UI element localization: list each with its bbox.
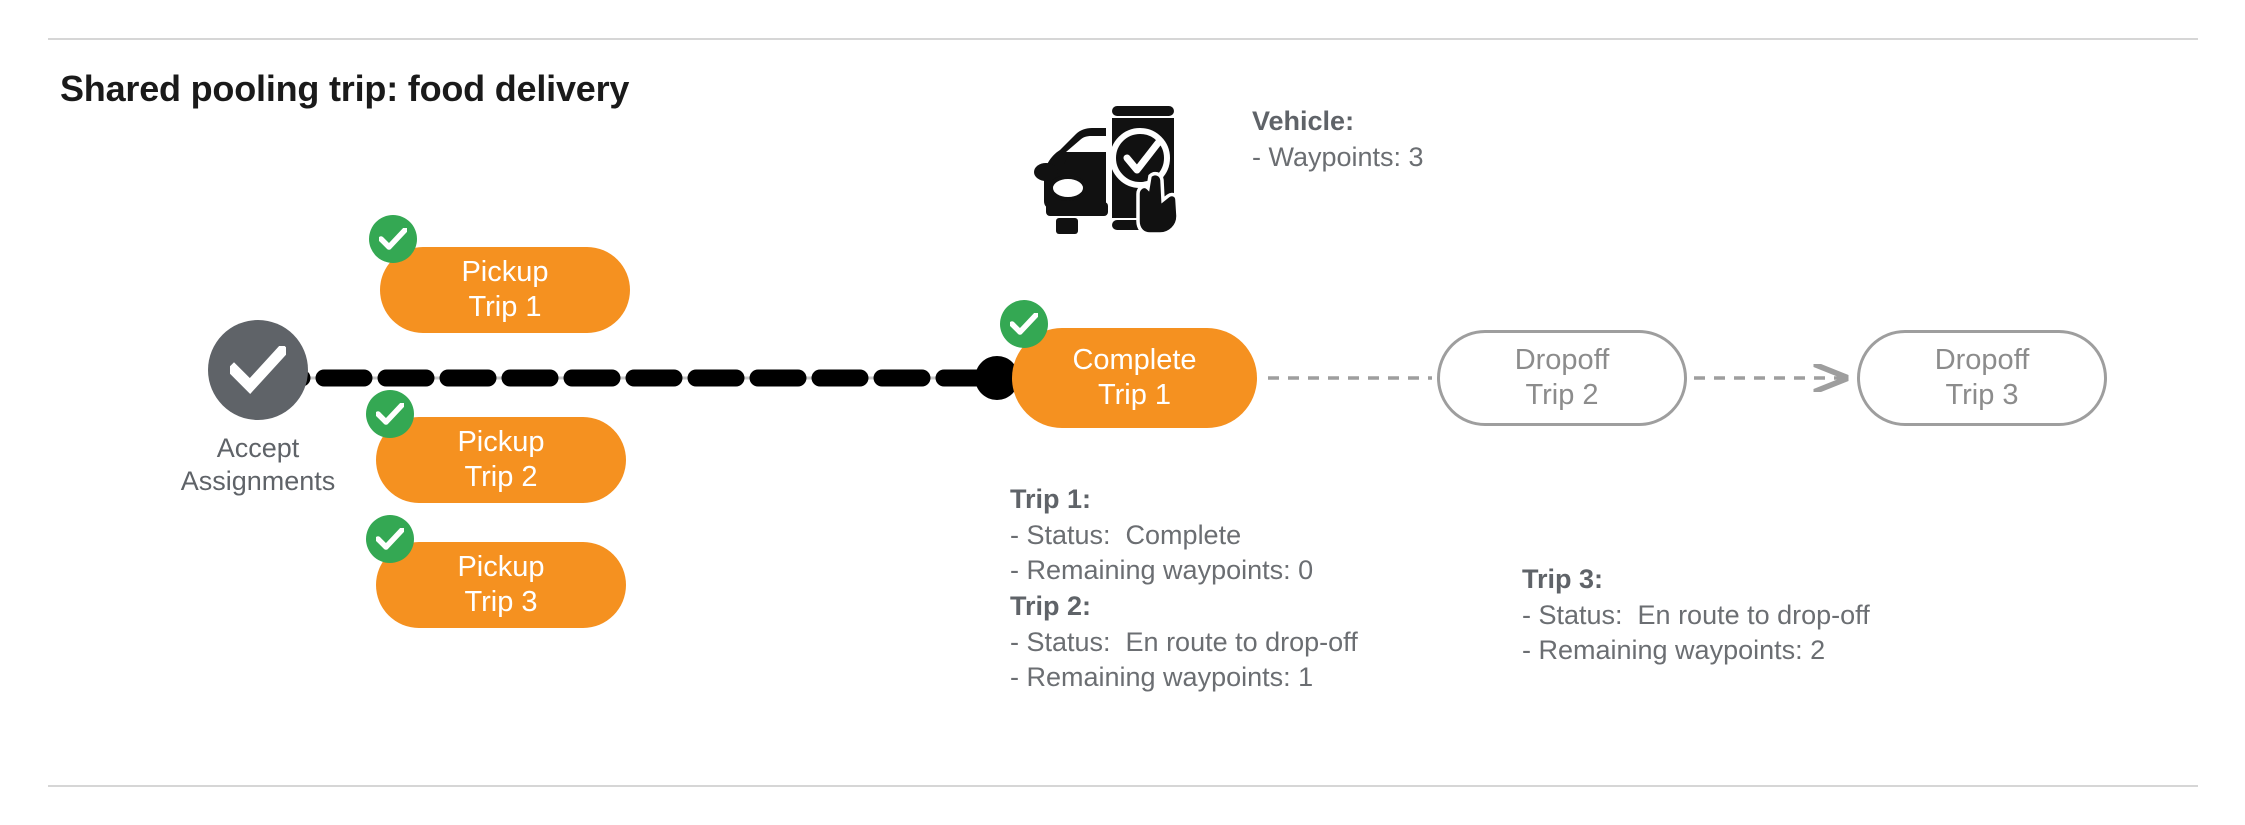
trip-1-status-line: - Status: Complete <box>1010 519 1242 550</box>
trip-2-heading-text: Trip 2 <box>1010 590 1083 621</box>
pickup-3-line1: Pickup <box>457 550 545 583</box>
trip-2-waypoints-line: - Remaining waypoints: 1 <box>1010 662 1314 693</box>
page-title: Shared pooling trip: food delivery <box>60 68 630 109</box>
check-badge-complete-1-icon <box>1000 300 1048 348</box>
dropoff-3-line2: Trip 3 <box>1945 379 2019 411</box>
node-pickup-trip-1[interactable]: Pickup Trip 1 <box>380 247 630 333</box>
dropoff-2-line2: Trip 2 <box>1525 379 1599 411</box>
dropoff-3-line1: Dropoff <box>1934 343 2030 376</box>
dropoff-2-line1: Dropoff <box>1514 343 1610 376</box>
trip-2-status-line: - Status: En route to drop-off <box>1010 626 1358 657</box>
node-pickup-trip-3[interactable]: Pickup Trip 3 <box>376 542 626 628</box>
vehicle-waypoints-line: - Waypoints: 3 <box>1252 141 1424 172</box>
node-accept-assignments[interactable]: Accept Assignments <box>158 320 358 498</box>
complete-1-line1: Complete <box>1072 343 1197 376</box>
trip-2-heading-colon: : <box>1082 590 1092 621</box>
node-complete-trip-1[interactable]: Complete Trip 1 <box>1012 328 1257 428</box>
pickup-2-line1: Pickup <box>457 425 545 458</box>
pickup-3-line2: Trip 3 <box>464 586 538 618</box>
trip-3-heading-colon: : <box>1594 564 1604 594</box>
trip-details-right-block: Trip 3: - Status: En route to drop-off -… <box>1522 562 1870 669</box>
accept-label-line2: Assignments <box>180 465 336 496</box>
pickup-1-line2: Trip 1 <box>468 291 542 323</box>
node-dropoff-trip-3[interactable]: Dropoff Trip 3 <box>1857 330 2107 426</box>
trip-3-heading-text: Trip 3 <box>1522 564 1595 594</box>
vehicle-heading-colon: : <box>1345 106 1355 136</box>
check-badge-pickup-2-icon <box>366 390 414 438</box>
node-dropoff-trip-2[interactable]: Dropoff Trip 2 <box>1437 330 1687 426</box>
pickup-2-line2: Trip 2 <box>464 461 538 493</box>
trip-1-heading: Trip 1: <box>1010 482 1358 518</box>
check-circle-icon <box>208 320 308 420</box>
trip-details-left-block: Trip 1: - Status: Complete - Remaining w… <box>1010 482 1358 696</box>
accept-label-line1: Accept <box>216 433 300 463</box>
divider-top <box>48 38 2198 40</box>
check-badge-pickup-1-icon <box>369 215 417 263</box>
trip-2-heading: Trip 2: <box>1010 589 1358 625</box>
accept-assignments-label: Accept Assignments <box>158 432 358 498</box>
car-phone-check-icon <box>1030 90 1190 240</box>
trip-3-heading: Trip 3: <box>1522 562 1870 598</box>
check-badge-pickup-3-icon <box>366 515 414 563</box>
divider-bottom <box>48 785 2198 787</box>
complete-1-line2: Trip 1 <box>1097 379 1172 411</box>
vehicle-heading-text: Vehicle <box>1252 106 1346 136</box>
trip-1-heading-text: Trip 1 <box>1010 484 1083 514</box>
trip-1-heading-colon: : <box>1082 484 1092 514</box>
trip-1-waypoints-line: - Remaining waypoints: 0 <box>1010 555 1314 586</box>
trip-3-waypoints-line: - Remaining waypoints: 2 <box>1522 635 1826 666</box>
vehicle-info-heading: Vehicle: <box>1252 104 1424 140</box>
vehicle-info-block: Vehicle: - Waypoints: 3 <box>1252 104 1424 175</box>
pickup-1-line1: Pickup <box>461 255 549 288</box>
node-pickup-trip-2[interactable]: Pickup Trip 2 <box>376 417 626 503</box>
trip-3-status-line: - Status: En route to drop-off <box>1522 599 1870 630</box>
